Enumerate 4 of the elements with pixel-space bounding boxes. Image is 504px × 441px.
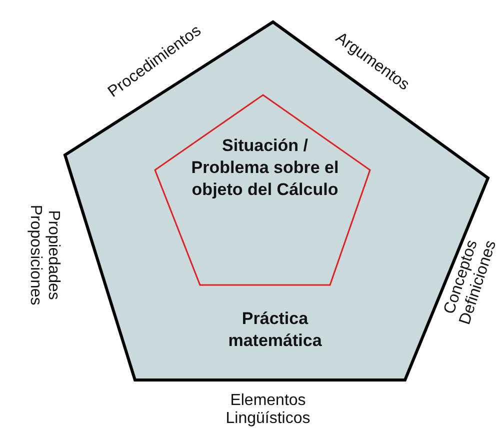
side-label: Propiedades Proposiciones <box>26 204 63 308</box>
node-label: Situación / Problema sobre el objeto del Cálculo <box>190 135 340 201</box>
node-label: Práctica matemática <box>227 308 323 352</box>
side-label: Elementos Lingüísticos <box>224 391 312 429</box>
